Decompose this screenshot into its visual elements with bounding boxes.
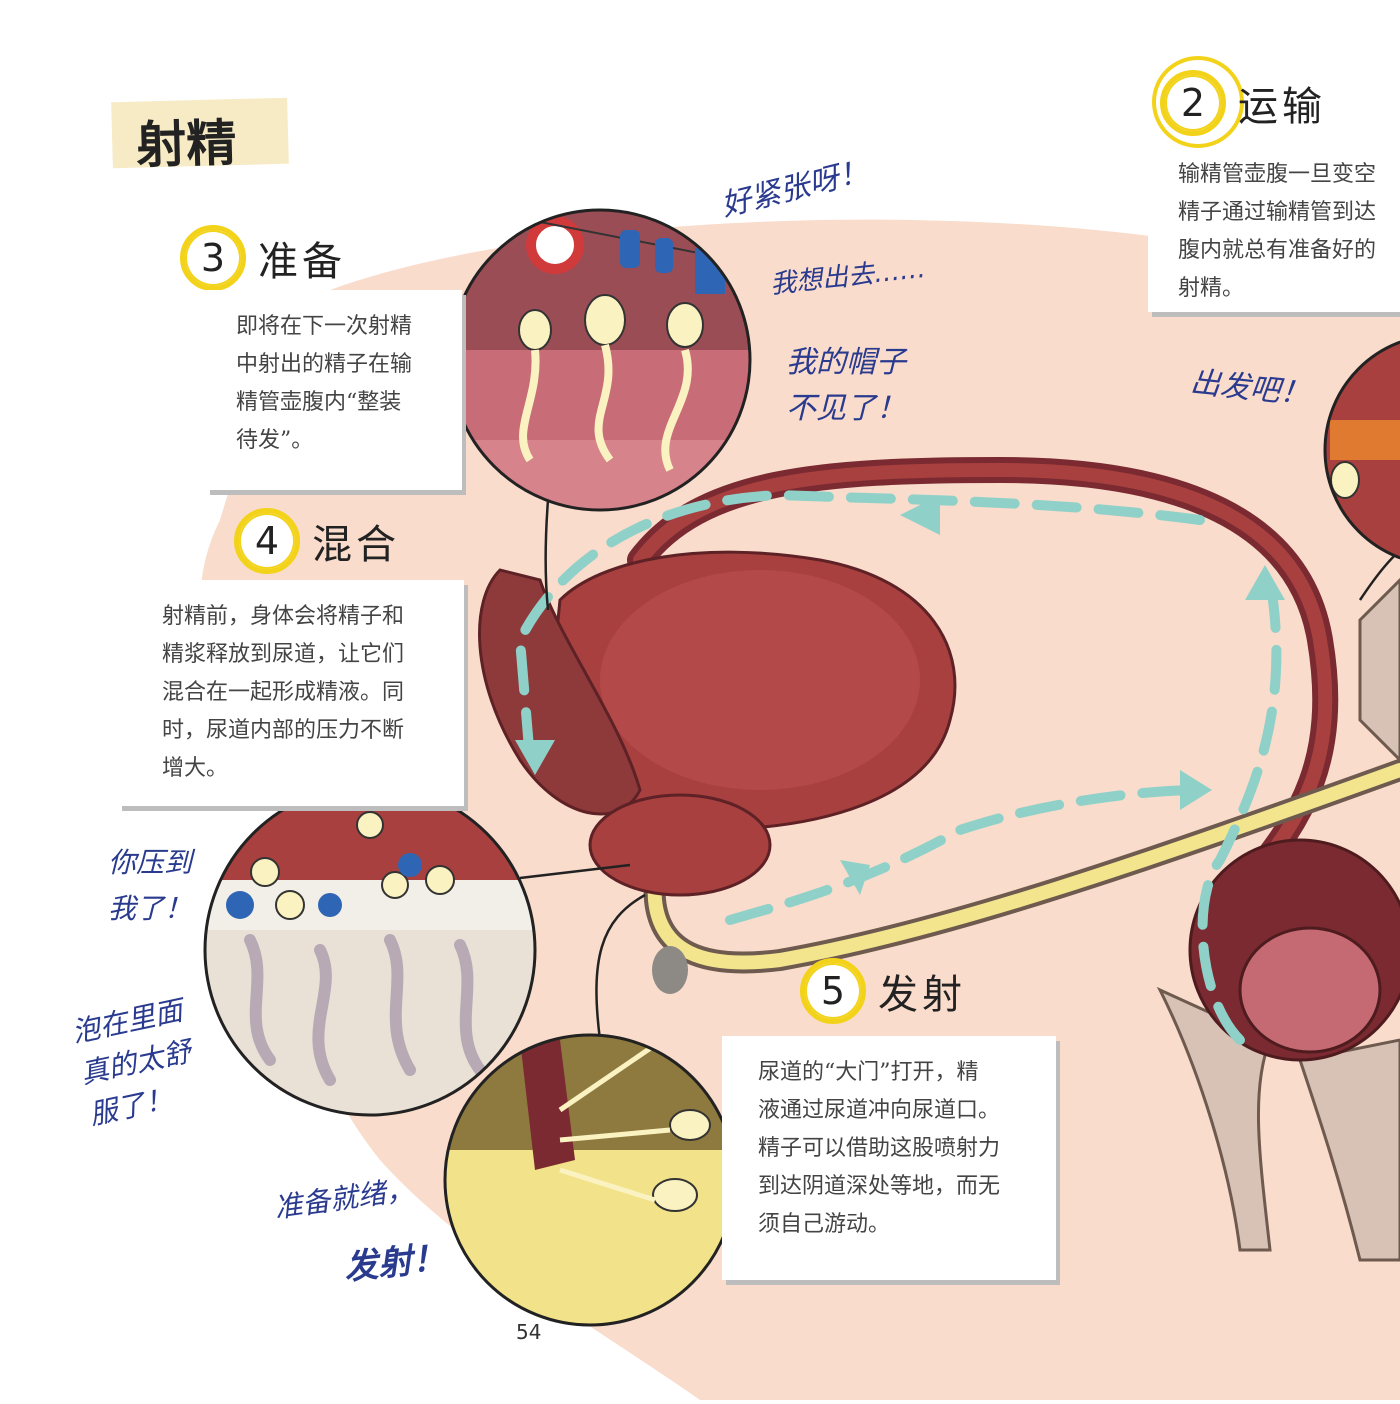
page-title: 射精: [111, 97, 289, 175]
step-2-title: 运输: [1238, 84, 1326, 130]
urethra-inner: [643, 763, 1400, 970]
flow-arrows: [514, 489, 1282, 1045]
bulbourethral-gland: [652, 946, 688, 994]
step-3-header: 3 准备: [180, 225, 346, 291]
speech-squeezed: 你压到 我了！: [108, 846, 193, 925]
step-3-title: 准备: [258, 239, 346, 285]
step-2-number: 2: [1160, 70, 1226, 136]
step-5-note: 尿道的“大门”打开，精 液通过尿道冲向尿道口。 精子可以借助这股喷射力 到达阴道…: [722, 1036, 1056, 1280]
step-4-number: 4: [234, 508, 300, 574]
leg-outline: [1156, 986, 1272, 1252]
hip-shape: [1358, 577, 1400, 763]
step-5-title: 发射: [878, 972, 966, 1018]
step-4-header: 4 混合: [234, 508, 400, 574]
zoom-circle-prepare: [450, 210, 750, 510]
step-2-header: 2 运输: [1160, 70, 1326, 136]
bladder-highlight: [600, 570, 920, 790]
step2-ring-accent: [1152, 56, 1244, 148]
speech-hat: 我的帽子 不见了！: [786, 345, 906, 426]
zoom-circle-transport-border: [1323, 340, 1400, 560]
prostate: [588, 793, 772, 897]
step-5-number: 5: [800, 958, 866, 1024]
page-title-text: 射精: [135, 114, 238, 175]
testis: [1238, 926, 1382, 1054]
arrow-heads: [515, 495, 1285, 895]
step-3-note: 即将在下一次射精 中射出的精子在输 精管壶腹内“整装 待发”。: [206, 290, 462, 490]
step-4-title: 混合: [312, 522, 400, 568]
step-4-note: 射精前，身体会将精子和 精浆释放到尿道，让它们 混合在一起形成精液。同 时，尿道…: [118, 580, 464, 806]
step-5-header: 5 发射: [800, 958, 966, 1024]
seminal-vesicle: [478, 568, 642, 816]
step-2-note: 输精管壶腹一旦变空 精子通过输精管到达 腹内就总有准备好的 射精。: [1148, 148, 1400, 312]
step-3-number: 3: [180, 225, 246, 291]
page-number: 54: [516, 1320, 542, 1344]
leg-shape: [1298, 1038, 1400, 1262]
